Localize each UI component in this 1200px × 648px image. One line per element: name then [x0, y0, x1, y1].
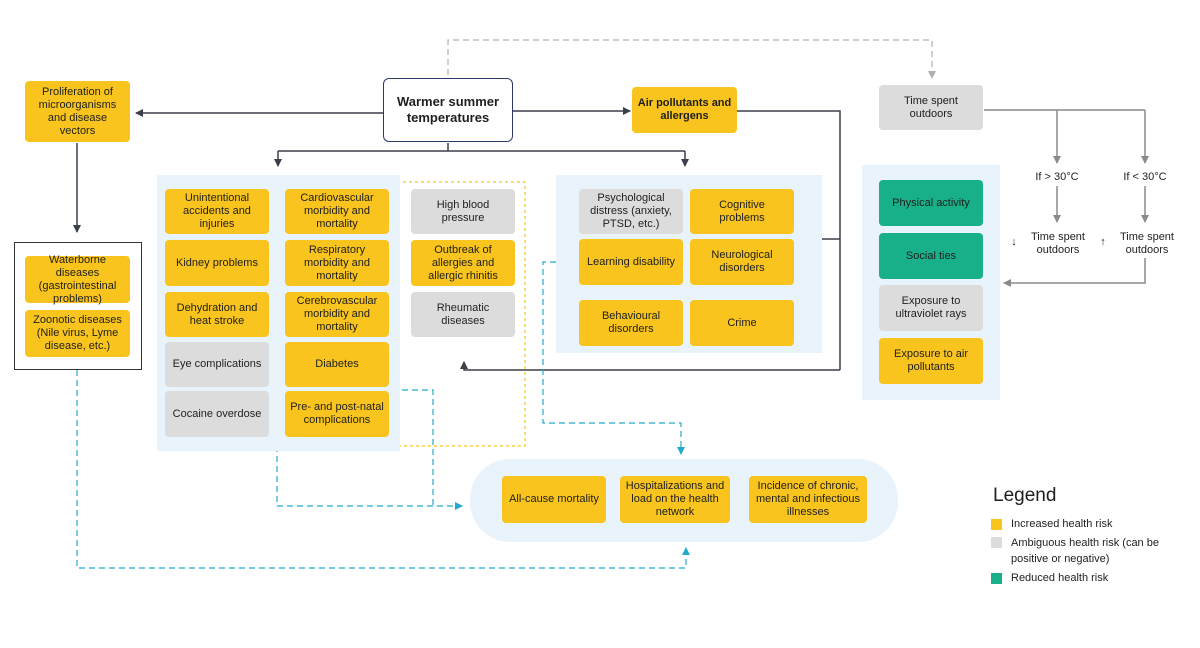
- node-social-ties: Social ties: [879, 233, 983, 279]
- node-air-pollutants: Air pollutants and allergens: [632, 87, 737, 133]
- node-eye-complications: Eye complications: [165, 342, 269, 387]
- node-diabetes: Diabetes: [285, 342, 389, 387]
- node-hospitalizations: Hospitalizations and load on the health …: [620, 476, 730, 523]
- node-cardiovascular: Cardiovascular morbidity and mortality: [285, 189, 389, 234]
- node-crime: Crime: [690, 300, 794, 346]
- dashed-vector-to-outcomes: [76, 370, 690, 569]
- label-if-cool: If < 30°C: [1123, 171, 1167, 183]
- arrow-air-branch: [737, 110, 841, 370]
- label-if-hot: If > 30°C: [1035, 171, 1079, 183]
- node-waterborne: Waterborne diseases (gastrointestinal pr…: [25, 254, 130, 305]
- main-node-warmer-temperatures: Warmer summer temperatures: [383, 78, 513, 142]
- node-learning-disability: Learning disability: [579, 239, 683, 285]
- node-rheumatic-diseases: Rheumatic diseases: [411, 292, 515, 337]
- node-kidney-problems: Kidney problems: [165, 240, 269, 286]
- legend-swatch-reduced: [991, 573, 1002, 584]
- increase-arrow-icon: ↑: [1100, 236, 1106, 248]
- dashed-mental-to-outcomes: [542, 261, 685, 455]
- legend-swatch-increased: [991, 519, 1002, 530]
- node-time-spent-outdoors: Time spent outdoors: [879, 85, 983, 130]
- node-cerebrovascular: Cerebrovascular morbidity and mortality: [285, 292, 389, 337]
- node-cognitive-problems: Cognitive problems: [690, 189, 794, 234]
- legend-swatch-ambiguous: [991, 537, 1002, 548]
- legend-label-ambiguous: Ambiguous health risk (can be positive o…: [1011, 537, 1159, 565]
- node-pre-post-natal: Pre- and post-natal complications: [285, 391, 389, 437]
- node-respiratory: Respiratory morbidity and mortality: [285, 240, 389, 286]
- node-proliferation: Proliferation of microorganisms and dise…: [25, 81, 130, 142]
- node-dehydration: Dehydration and heat stroke: [165, 292, 269, 337]
- decrease-arrow-icon: ↓: [1011, 236, 1017, 248]
- node-behavioural-disorders: Behavioural disorders: [579, 300, 683, 346]
- node-psychological-distress: Psychological distress (anxiety, PTSD, e…: [579, 189, 683, 234]
- arrow-results-to-outdoors: [1003, 258, 1146, 287]
- node-allergies-outbreak: Outbreak of allergies and allergic rhini…: [411, 240, 515, 286]
- legend-title: Legend: [993, 485, 1057, 506]
- dashed-main-to-time: [447, 39, 936, 79]
- arrow-main-split: [278, 143, 685, 152]
- node-neurological-disorders: Neurological disorders: [690, 239, 794, 285]
- node-air-pollutant-exposure: Exposure to air pollutants: [879, 338, 983, 384]
- node-uv-exposure: Exposure to ultraviolet rays: [879, 285, 983, 331]
- node-chronic-illness-incidence: Incidence of chronic, mental and infecti…: [749, 476, 867, 523]
- arrow-air-to-physical: [460, 361, 840, 371]
- legend-label-reduced: Reduced health risk: [1011, 572, 1109, 584]
- node-zoonotic: Zoonotic diseases (Nile virus, Lyme dise…: [25, 310, 130, 357]
- label-cool-result: Time spent outdoors: [1119, 231, 1174, 256]
- dashed-physical-to-outcomes-2: [402, 389, 434, 506]
- node-physical-activity: Physical activity: [879, 180, 983, 226]
- node-high-blood-pressure: High blood pressure: [411, 189, 515, 234]
- label-hot-result: Time spent outdoors: [1030, 231, 1085, 256]
- node-unintentional-accidents: Unintentional accidents and injuries: [165, 189, 269, 234]
- node-cocaine-overdose: Cocaine overdose: [165, 391, 269, 437]
- dashed-physical-to-outcomes: [276, 446, 463, 510]
- dotted-physical-group: [276, 181, 526, 447]
- legend-label-increased: Increased health risk: [1011, 518, 1113, 530]
- node-all-cause-mortality: All-cause mortality: [502, 476, 606, 523]
